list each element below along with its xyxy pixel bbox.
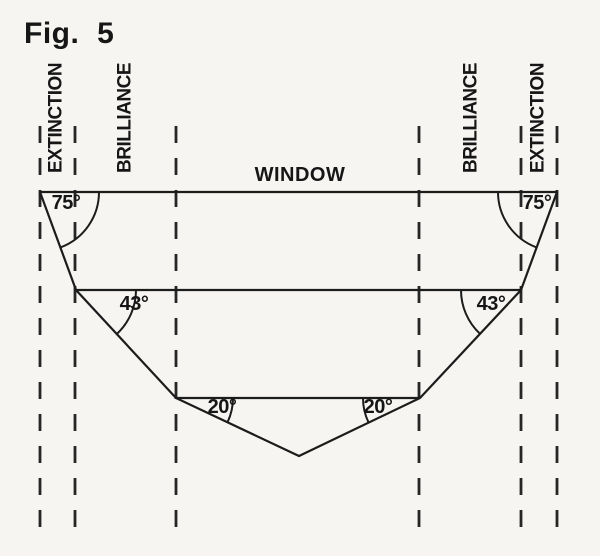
angle-value-pavilion-right: 20° bbox=[364, 396, 393, 418]
angle-arc-pavilion-left bbox=[226, 397, 234, 423]
angle-arc-crown-left bbox=[60, 191, 101, 249]
figure-label: Fig. 5 bbox=[24, 17, 114, 50]
zone-label-extinction-left: EXTINCTION bbox=[46, 63, 67, 173]
angle-value-crown-right: 75° bbox=[523, 192, 552, 214]
angle-arc-pavilion-right bbox=[362, 397, 370, 424]
zone-label-extinction-right: EXTINCTION bbox=[528, 63, 549, 173]
angle-arc-mid-right bbox=[460, 289, 481, 335]
angle-arc-mid-left bbox=[116, 289, 137, 335]
gem-profile-outline bbox=[38, 191, 559, 458]
angle-value-mid-left: 43° bbox=[120, 293, 149, 315]
zone-label-window: WINDOW bbox=[255, 164, 346, 186]
angle-value-crown-left: 75° bbox=[52, 192, 81, 214]
zone-label-brilliance-left: BRILLIANCE bbox=[115, 63, 136, 173]
angle-value-pavilion-left: 20° bbox=[208, 396, 237, 418]
zone-label-brilliance-right: BRILLIANCE bbox=[461, 63, 482, 173]
angle-arc-crown-right bbox=[496, 191, 537, 249]
angle-value-mid-right: 43° bbox=[477, 293, 506, 315]
